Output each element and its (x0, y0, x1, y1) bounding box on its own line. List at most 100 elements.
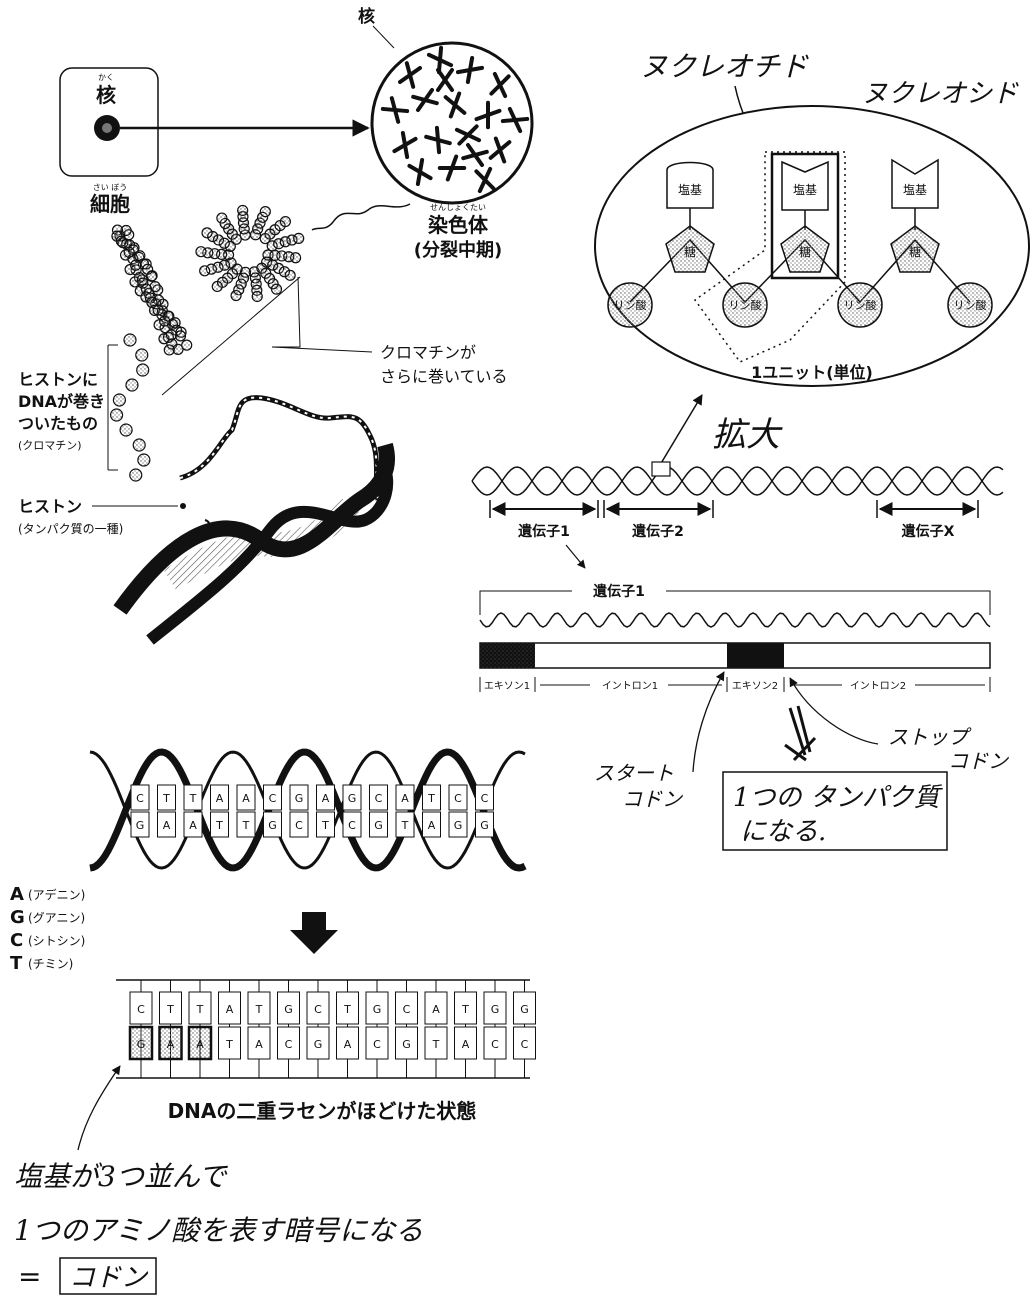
ladder-bottom-base: C (285, 1038, 293, 1051)
nucleosome (212, 281, 222, 291)
helix-bottom-base: T (242, 819, 250, 832)
ladder-base-pair: TA (337, 980, 359, 1078)
ladder-top-base: C (137, 1003, 145, 1016)
nucleoside-title: ヌクレオシド (862, 79, 1019, 109)
helix-top-base: A (322, 792, 330, 805)
helix-bottom-base: G (454, 819, 463, 832)
ladder-bottom-base: A (462, 1038, 470, 1051)
nucleosome (175, 331, 185, 341)
zoomed-nucleus-label: 核 (358, 6, 375, 27)
nucleosome (238, 205, 248, 215)
nucleosome (136, 349, 148, 361)
ladder-top-base: T (166, 1003, 174, 1016)
sugar-label-2: 糖 (799, 244, 811, 259)
chromatin-coil (111, 205, 304, 481)
ladder-base-pair: GC (514, 980, 536, 1078)
nucleosome (130, 469, 142, 481)
base-label-3: 塩基 (903, 182, 927, 197)
exon-intron-bar (480, 643, 990, 668)
helix-base-pair: CG (449, 785, 467, 837)
phosphate-1: リン酸 (608, 283, 652, 327)
ladder-base-pair: TA (248, 980, 270, 1078)
ladder-base-pair: CG (130, 980, 152, 1078)
helix-base-pair: CG (131, 785, 149, 837)
legend-letter-c: C (10, 930, 23, 951)
ladder-top-base: T (196, 1003, 204, 1016)
unit-label: 1ユニット(単位) (751, 363, 873, 382)
ladder-top-base: A (432, 1003, 440, 1016)
intron1-label: イントロン1 (602, 681, 658, 692)
helix-bottom-base: C (295, 819, 303, 832)
nucleus-ruby: かく (98, 73, 114, 82)
phosphate-2: リン酸 (723, 283, 767, 327)
nucleosome (137, 364, 149, 376)
svg-text:リン酸: リン酸 (729, 298, 762, 312)
histone-wrap-1: ヒストンに (18, 370, 98, 389)
phosphate-3: リン酸 (838, 283, 882, 327)
ladder-top-base: G (284, 1003, 293, 1016)
gene-strand-figure: 遺伝子1 遺伝子2 遺伝子X 遺伝子1 (472, 462, 1009, 850)
gene1-detail-label: 遺伝子1 (593, 583, 645, 600)
ladder-base-pair: CG (307, 980, 329, 1078)
helix-top-base: A (216, 792, 224, 805)
intron2-label: イントロン2 (850, 681, 906, 692)
exon1-label: エキソン1 (484, 681, 530, 692)
chromatin-figure: クロマチンが さらに巻いている ヒストンに DNAが巻き ついたもの (クロマチ… (18, 205, 508, 640)
ladder-top-base: T (343, 1003, 351, 1016)
helix-bottom-base: A (189, 819, 197, 832)
ladder-base-pair: TA (455, 980, 477, 1078)
chromosome-name: 染色体 (428, 213, 489, 237)
helix-bottom-base: A (428, 819, 436, 832)
stop-codon-2: コドン (948, 749, 1009, 773)
nucleosome (113, 394, 125, 406)
segment-labels: エキソン1 イントロン1 エキソン2 イントロン2 (480, 677, 990, 692)
chromosome-phase: (分裂中期) (414, 239, 502, 261)
cell-label: 細胞 (90, 192, 130, 216)
nucleosome (160, 316, 170, 326)
base-pair-helix-figure: CGTATAATATCGGCATGCCGATTACGCG (90, 752, 525, 868)
nucleosome (294, 233, 304, 243)
nucleosome (217, 213, 227, 223)
codon-eq: = (18, 1260, 41, 1293)
ladder-bottom-base: A (167, 1038, 175, 1051)
start-codon-2: コドン (622, 787, 683, 811)
helix-top-base: C (481, 792, 489, 805)
helix-top-base: T (162, 792, 170, 805)
ladder-top-base: C (403, 1003, 411, 1016)
sugar-label-1: 糖 (684, 244, 696, 259)
chromosome-figure: 核 せんしょくたい 染色体 (分裂中期) (312, 6, 532, 261)
nucleosome (272, 284, 282, 294)
protein-result-2: になる. (740, 817, 826, 847)
nucleosome (252, 291, 262, 301)
nucleosome (138, 454, 150, 466)
sugar-label-3: 糖 (909, 244, 921, 259)
nucleosome (124, 334, 136, 346)
helix-top-base: T (189, 792, 197, 805)
helix-base-pair: AT (317, 785, 335, 837)
svg-text:リン酸: リン酸 (614, 298, 647, 312)
helix-top-base: C (269, 792, 277, 805)
start-codon-1: スタート (594, 761, 674, 785)
phosphate-4: リン酸 (948, 283, 992, 327)
cell-ruby: さい ぼう (93, 183, 128, 192)
chromatin-coiled-1: クロマチンが (380, 343, 476, 362)
legend-name-a: (アデニン) (28, 887, 85, 902)
helix-top-base: T (427, 792, 435, 805)
ladder-bottom-base: A (255, 1038, 263, 1051)
ladder-bottom-base: C (373, 1038, 381, 1051)
helix-base-pair: AT (211, 785, 229, 837)
loose-dna-strand (180, 398, 378, 500)
histone-wrap-paren: (クロマチン) (18, 439, 82, 452)
nucleosome (146, 271, 156, 281)
nucleosome (124, 247, 134, 257)
helix-bottom-base: T (321, 819, 329, 832)
zoom-label: 拡大 (712, 415, 783, 455)
ladder-bottom-base: G (137, 1038, 146, 1051)
helix-base-pair: GC (290, 785, 308, 837)
nucleosome (291, 253, 301, 263)
ladder-top-base: G (491, 1003, 500, 1016)
histone-wrap-2: DNAが巻き (18, 392, 105, 411)
chromatin-coiled-2: さらに巻いている (380, 367, 508, 386)
svg-text:リン酸: リン酸 (954, 298, 987, 312)
